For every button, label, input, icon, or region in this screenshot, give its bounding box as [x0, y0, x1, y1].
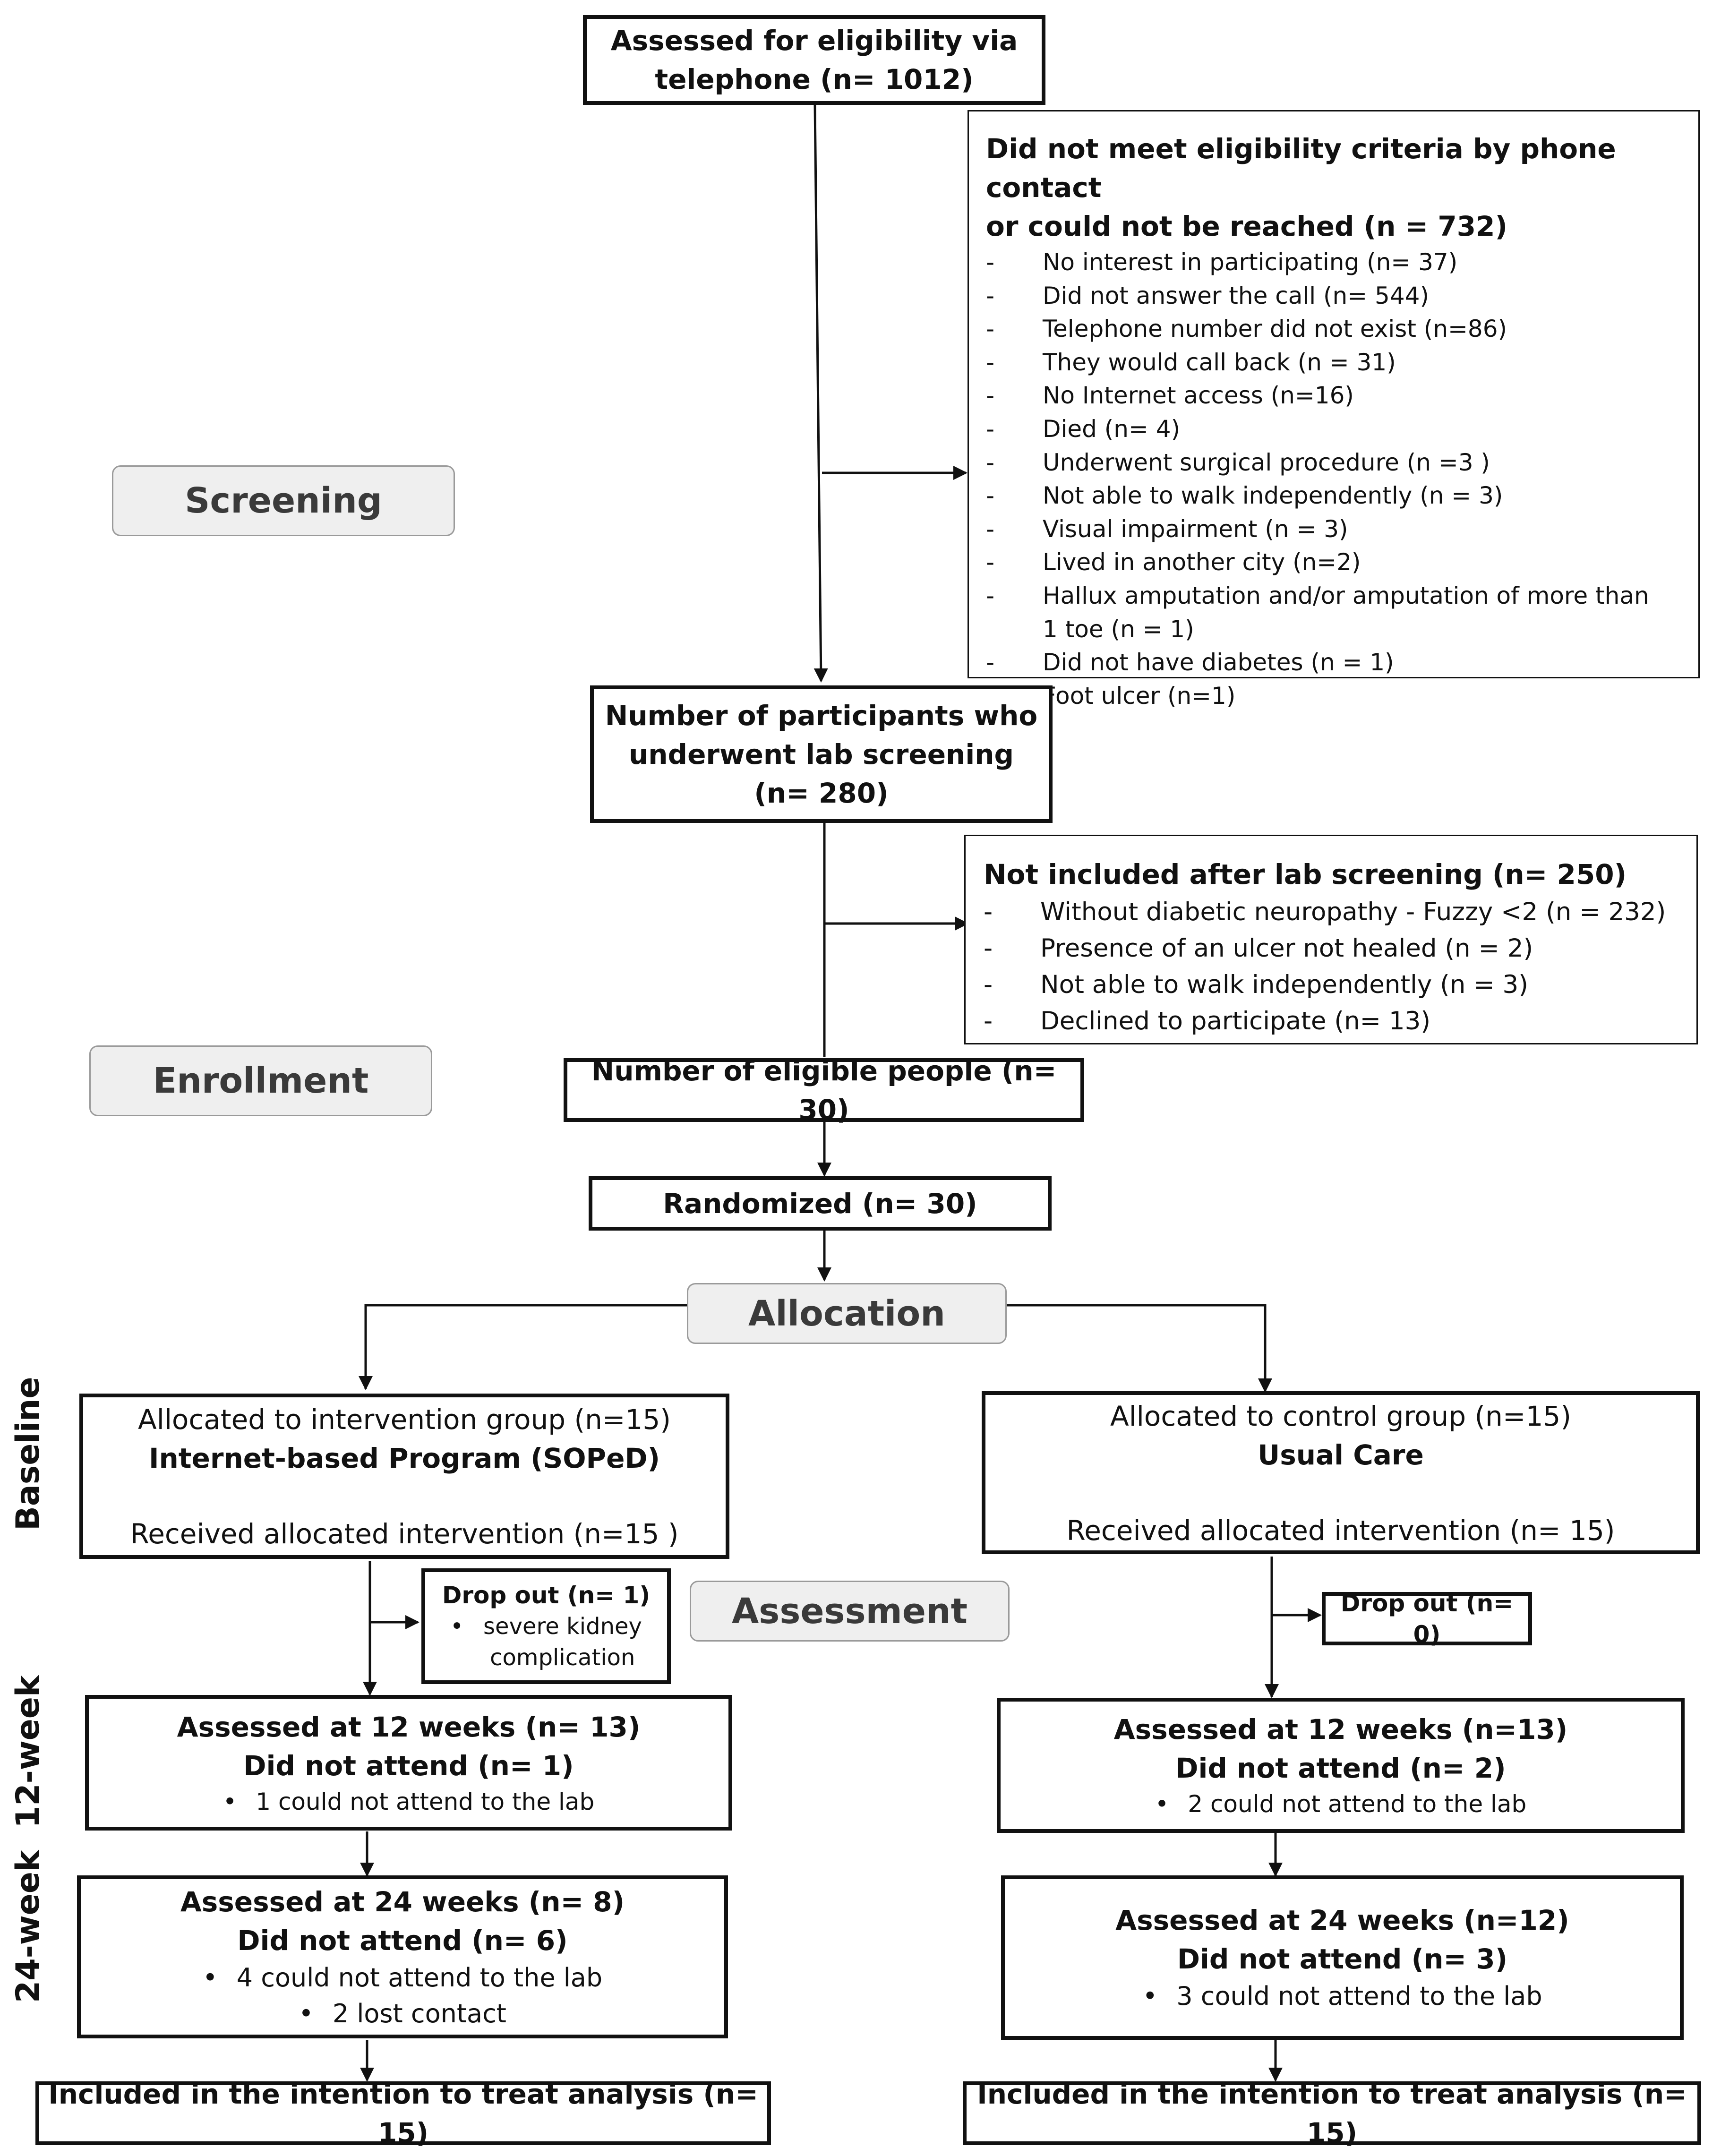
- arrow-allocation-to-intervention: [359, 1304, 690, 1390]
- control-24wk-reason: •3 could not attend to the lab: [1142, 1981, 1542, 2011]
- control-12wk-reason: •2 could not attend to the lab: [1155, 1790, 1527, 1818]
- list-item: -Without diabetic neuropathy - Fuzzy <2 …: [984, 898, 1666, 926]
- list-item: -Lived in another city (n=2): [986, 548, 1361, 576]
- eligible-label: Number of eligible people (n= 30): [591, 1054, 1057, 1126]
- list-item: -Did not have diabetes (n = 1): [986, 649, 1394, 676]
- list-item: -Foot ulcer (n=1): [986, 682, 1236, 710]
- control-allocation-box: Allocated to control group (n=15) Usual …: [982, 1391, 1700, 1554]
- phase-assessment: Assessment: [690, 1581, 1010, 1642]
- eligibility-box: Assessed for eligibility via telephone (…: [583, 15, 1045, 105]
- excluded-lab-list: -Without diabetic neuropathy - Fuzzy <2 …: [984, 894, 1682, 1039]
- excluded-phone-list: -No interest in participating (n= 37) -D…: [986, 246, 1684, 712]
- intervention-24wk-reason: •2 lost contact: [299, 1998, 506, 2028]
- list-item: -Presence of an ulcer not healed (n = 2): [984, 934, 1533, 963]
- intervention-24wk-absent: Did not attend (n= 6): [237, 1924, 568, 1957]
- eligible-box: Number of eligible people (n= 30): [564, 1055, 1084, 1126]
- timepoint-baseline: Baseline: [9, 1377, 47, 1531]
- eligibility-line-1: Assessed for eligibility via: [610, 25, 1018, 57]
- intervention-itt-label: Included in the intention to treat analy…: [48, 2078, 758, 2149]
- intervention-received: Received allocated intervention (n=15 ): [130, 1518, 679, 1550]
- intervention-24wk-assessed: Assessed at 24 weeks (n= 8): [180, 1885, 625, 1918]
- list-item: -Hallux amputation and/or amputation of …: [986, 582, 1649, 643]
- control-received: Received allocated intervention (n= 15): [1066, 1514, 1615, 1547]
- control-12wk-assessed: Assessed at 12 weeks (n=13): [1113, 1713, 1568, 1745]
- arrow-eligibility-to-lab: [813, 104, 828, 683]
- excluded-phone-box: Did not meet eligibility criteria by pho…: [968, 110, 1700, 710]
- control-12wk-absent: Did not attend (n= 2): [1175, 1752, 1506, 1784]
- intervention-program: Internet-based Program (SOPeD): [148, 1442, 660, 1474]
- list-item: -Declined to participate (n= 13): [984, 1007, 1431, 1035]
- control-itt-box: Included in the intention to treat analy…: [963, 2078, 1701, 2149]
- arrow-allocation-to-control: [1006, 1304, 1272, 1393]
- intervention-itt-box: Included in the intention to treat analy…: [35, 2078, 771, 2149]
- control-24wk-absent: Did not attend (n= 3): [1177, 1943, 1508, 1975]
- eligibility-line-2: telephone (n= 1012): [655, 63, 974, 95]
- list-item: -Visual impairment (n = 3): [986, 515, 1348, 543]
- control-allocated: Allocated to control group (n=15): [1110, 1400, 1571, 1432]
- control-12wk-box: Assessed at 12 weeks (n=13) Did not atte…: [997, 1698, 1685, 1833]
- list-item: -No interest in participating (n= 37): [986, 248, 1458, 276]
- intervention-dropout-title: Drop out (n= 1): [442, 1581, 651, 1609]
- randomized-box: Randomized (n= 30): [589, 1176, 1052, 1231]
- phase-screening: Screening: [112, 465, 455, 536]
- lab-screening-line-1: Number of participants who: [605, 699, 1038, 732]
- list-item: -No Internet access (n=16): [986, 382, 1354, 410]
- intervention-allocation-box: Allocated to intervention group (n=15) I…: [79, 1394, 729, 1559]
- intervention-12wk-assessed: Assessed at 12 weeks (n= 13): [177, 1711, 641, 1743]
- intervention-allocated: Allocated to intervention group (n=15): [138, 1403, 671, 1436]
- intervention-12wk-box: Assessed at 12 weeks (n= 13) Did not att…: [85, 1695, 732, 1831]
- randomized-label: Randomized (n= 30): [663, 1187, 977, 1220]
- list-item: -Telephone number did not exist (n=86): [986, 315, 1507, 343]
- control-itt-label: Included in the intention to treat analy…: [977, 2078, 1687, 2149]
- list-item: -They would call back (n = 31): [986, 348, 1396, 376]
- intervention-dropout-box: Drop out (n= 1) • severe kidney complica…: [421, 1568, 671, 1684]
- list-item: -Underwent surgical procedure (n =3 ): [986, 448, 1490, 476]
- control-24wk-assessed: Assessed at 24 weeks (n=12): [1115, 1904, 1569, 1936]
- lab-screening-line-2: underwent lab screening: [628, 738, 1014, 770]
- intervention-24wk-box: Assessed at 24 weeks (n= 8) Did not atte…: [77, 1875, 728, 2038]
- control-program: Usual Care: [1258, 1439, 1424, 1471]
- excluded-lab-title: Not included after lab screening (n= 250…: [984, 858, 1627, 890]
- intervention-12wk-absent: Did not attend (n= 1): [243, 1749, 574, 1782]
- list-item: -Not able to walk independently (n = 3): [986, 482, 1503, 510]
- intervention-dropout-reason: • severe kidney complication: [450, 1613, 642, 1671]
- intervention-12wk-reason: •1 could not attend to the lab: [223, 1788, 595, 1815]
- excluded-phone-title-1: Did not meet eligibility criteria by pho…: [986, 133, 1616, 204]
- phase-allocation: Allocation: [687, 1283, 1007, 1344]
- phase-enrollment: Enrollment: [89, 1045, 432, 1116]
- lab-screening-box: Number of participants who underwent lab…: [590, 685, 1053, 823]
- control-dropout-title: Drop out (n= 0): [1340, 1589, 1514, 1648]
- timepoint-24-week: 24-week: [9, 1850, 47, 2003]
- intervention-24wk-reason: •4 could not attend to the lab: [202, 1962, 603, 1993]
- lab-screening-line-3: (n= 280): [754, 777, 889, 809]
- timepoint-12-week: 12-week: [9, 1675, 47, 1828]
- list-item: -Not able to walk independently (n = 3): [984, 970, 1528, 999]
- excluded-phone-title-2: or could not be reached (n = 732): [986, 210, 1508, 242]
- control-24wk-box: Assessed at 24 weeks (n=12) Did not atte…: [1001, 1875, 1684, 2040]
- excluded-lab-box: Not included after lab screening (n= 250…: [964, 835, 1698, 1044]
- list-item: -Did not answer the call (n= 544): [986, 282, 1429, 309]
- control-dropout-box: Drop out (n= 0): [1322, 1590, 1532, 1648]
- list-item: -Died (n= 4): [986, 415, 1181, 443]
